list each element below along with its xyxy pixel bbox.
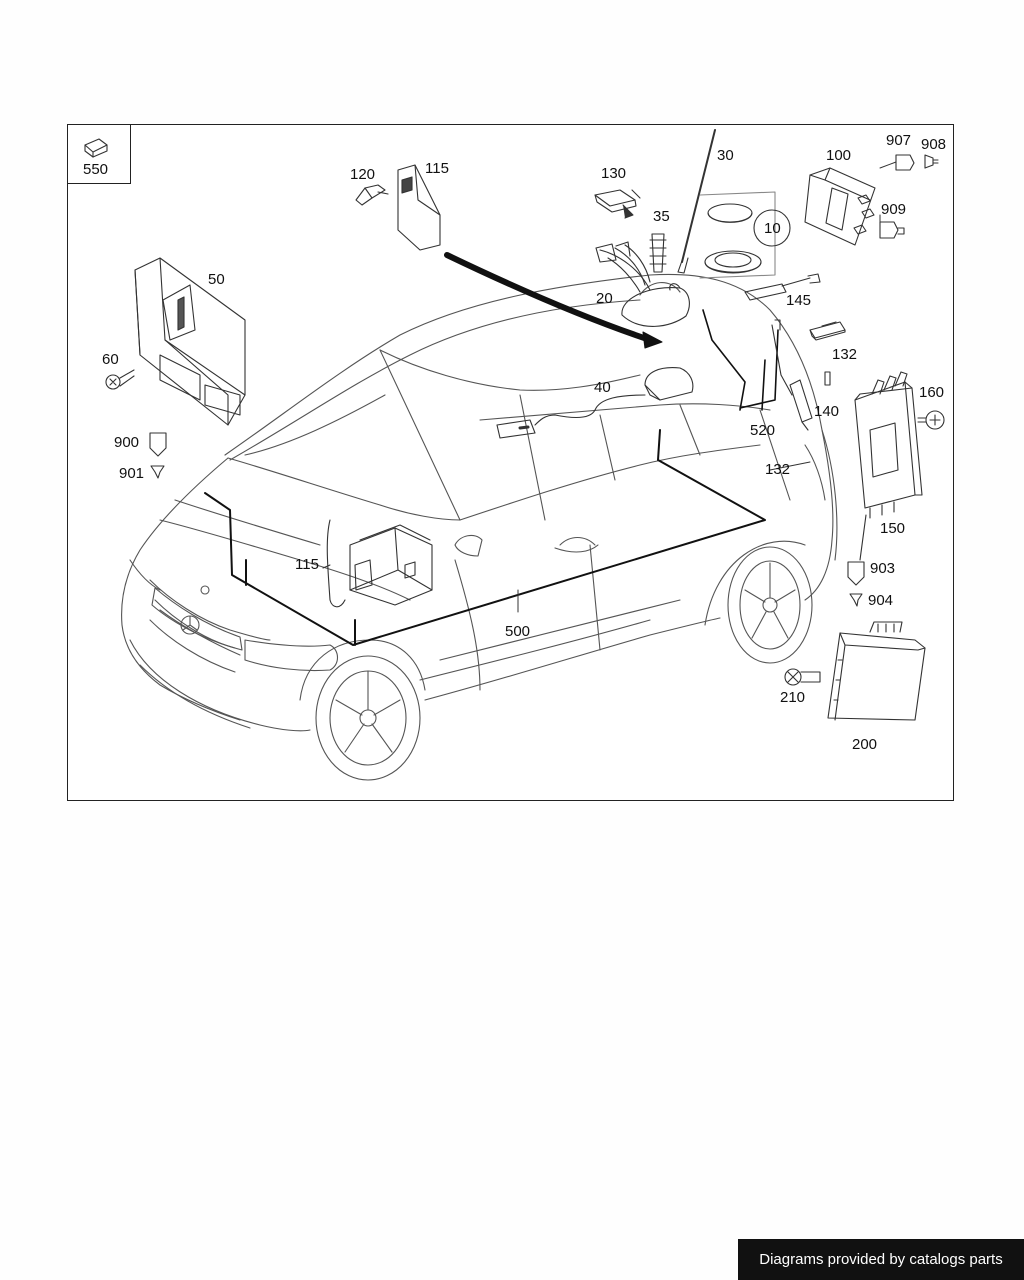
label-145: 145 — [786, 292, 812, 309]
label-50: 50 — [208, 271, 225, 288]
label-10: 10 — [764, 220, 781, 237]
part-60-screw — [105, 369, 135, 390]
part-200-unit — [827, 621, 926, 721]
label-60: 60 — [102, 351, 119, 368]
part-115-lower-unit — [326, 519, 433, 608]
leader-lines — [322, 161, 897, 613]
part-904-clip — [849, 593, 863, 607]
label-200: 200 — [852, 736, 878, 753]
label-900: 900 — [114, 434, 140, 451]
part-140-filter — [771, 319, 813, 431]
part-40-gps-antenna — [496, 367, 694, 439]
label-903: 903 — [870, 560, 896, 577]
label-40: 40 — [594, 379, 611, 396]
part-903-clip — [847, 561, 865, 586]
label-904: 904 — [868, 592, 894, 609]
part-901-clip — [150, 465, 165, 479]
label-35: 35 — [653, 208, 670, 225]
car-body-outline — [121, 273, 838, 781]
label-120: 120 — [350, 166, 376, 183]
label-132-upper: 132 — [832, 346, 858, 363]
wiring-harness-500 — [204, 429, 766, 646]
part-130-connector — [594, 189, 641, 219]
part-120-clip — [355, 184, 389, 206]
part-132-module — [809, 321, 846, 386]
label-908: 908 — [921, 136, 947, 153]
label-30: 30 — [717, 147, 734, 164]
label-130: 130 — [601, 165, 627, 182]
part-550-sleeve — [84, 138, 108, 158]
part-907-plug — [895, 154, 915, 171]
label-160: 160 — [919, 384, 945, 401]
part-150-module — [854, 371, 923, 561]
label-20: 20 — [596, 290, 613, 307]
part-210-screw — [784, 668, 821, 686]
part-20-roof-antenna — [595, 241, 690, 327]
part-50-control-unit — [134, 257, 246, 426]
part-115-module — [397, 164, 441, 251]
label-901: 901 — [119, 465, 145, 482]
label-500: 500 — [505, 623, 531, 640]
label-115-top: 115 — [425, 160, 449, 177]
part-908-plug — [924, 154, 939, 169]
pointer-arrow — [444, 252, 663, 349]
wiring-harness-520 — [702, 309, 779, 411]
label-132-lower: 132 — [765, 461, 791, 478]
part-145-cable — [744, 273, 821, 301]
label-520: 520 — [750, 422, 776, 439]
part-100-unit — [804, 167, 876, 246]
label-150: 150 — [880, 520, 906, 537]
part-909-plug — [879, 221, 905, 239]
part-35-grommet — [649, 233, 667, 273]
part-30-rod-antenna — [677, 129, 716, 274]
label-909: 909 — [881, 201, 907, 218]
label-140: 140 — [814, 403, 840, 420]
footer-credit-badge: Diagrams provided by catalogs parts — [738, 1239, 1024, 1280]
label-100: 100 — [826, 147, 852, 164]
label-115-lower: 115 — [295, 556, 319, 573]
label-210: 210 — [780, 689, 806, 706]
part-160-screw — [917, 410, 945, 430]
label-550: 550 — [83, 161, 109, 178]
label-907: 907 — [886, 132, 912, 149]
part-10-speakers — [699, 191, 791, 279]
part-900-clip — [149, 432, 167, 457]
